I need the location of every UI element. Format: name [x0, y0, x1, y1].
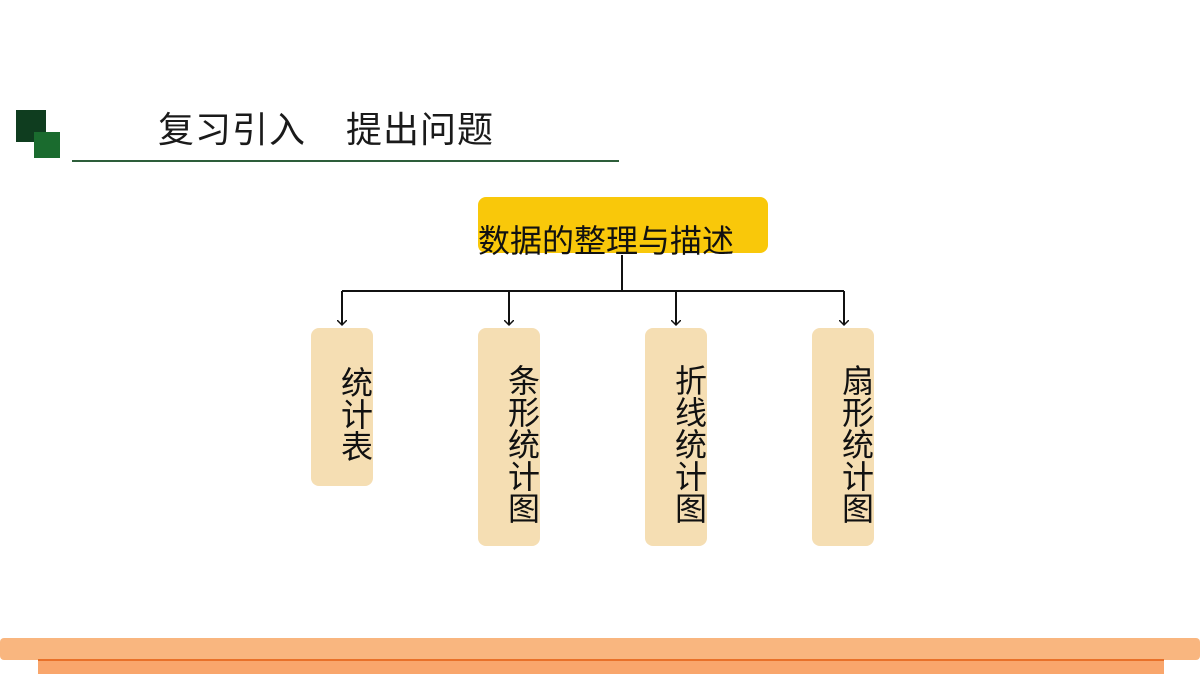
node-label: 统计表 [336, 366, 374, 462]
node-label: 条形统计图 [503, 364, 541, 524]
node-zhexian-tongjitu: 折线统计图 [645, 328, 708, 546]
node-label: 折线统计图 [670, 364, 708, 524]
title-part-question: 提出问题 [346, 110, 495, 151]
footer-divider [38, 659, 1164, 661]
logo-square-light [34, 132, 60, 158]
footer-bar-top [0, 638, 1200, 660]
root-highlight [478, 197, 768, 253]
node-tiaoxing-tongjitu: 条形统计图 [478, 328, 541, 546]
node-shanxing-tongjitu: 扇形统计图 [812, 328, 875, 546]
title-underline [72, 160, 619, 162]
title-part-review: 复习引入 [158, 110, 307, 151]
page-title: 复习引入提出问题 [158, 106, 494, 156]
node-label: 扇形统计图 [837, 364, 875, 524]
node-tongjibiao: 统计表 [311, 328, 374, 486]
root-node-label: 数据的整理与描述 [478, 222, 735, 260]
logo-squares-icon [16, 110, 62, 158]
footer-bar-bottom [38, 660, 1164, 674]
